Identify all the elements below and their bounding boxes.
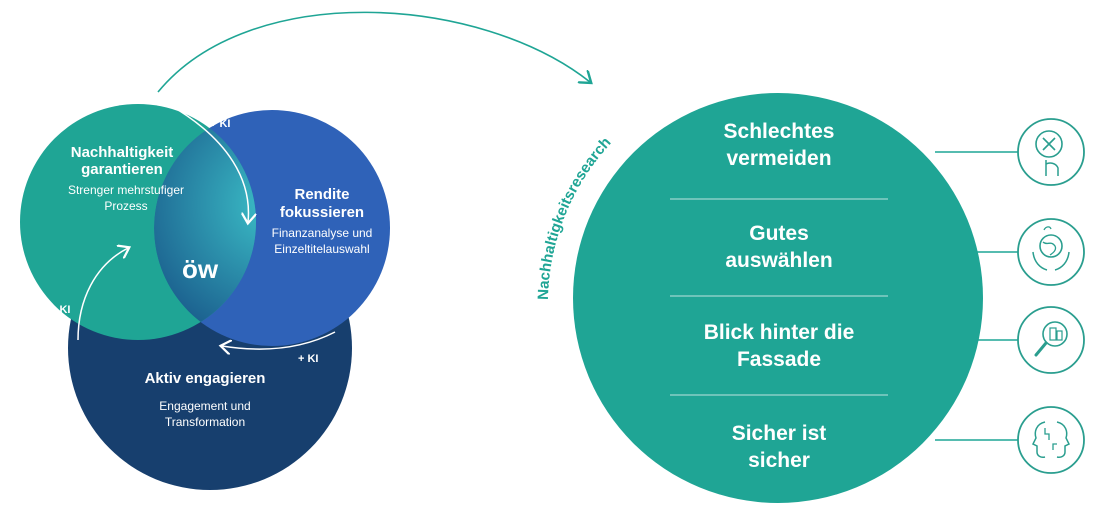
return-ki-label: + KI bbox=[210, 118, 230, 130]
flow-arrow bbox=[157, 11, 590, 93]
research-item-4-line1: Sicher ist bbox=[732, 422, 827, 445]
globe-hands-icon bbox=[1017, 218, 1085, 286]
magnifier-building-icon bbox=[1017, 306, 1085, 374]
sustainability-title-1: Nachhaltigkeit bbox=[71, 144, 174, 161]
profile-faces-icon bbox=[1017, 406, 1085, 474]
center-logo: öw bbox=[182, 254, 219, 284]
engage-sub-2: Transformation bbox=[165, 415, 245, 429]
research-item-4-line2: sicher bbox=[748, 449, 810, 472]
return-sub-2: Einzeltitelauswahl bbox=[274, 242, 369, 256]
engage-sub-1: Engagement und bbox=[159, 399, 250, 413]
venn-center-intersection bbox=[154, 110, 256, 340]
return-sub-1: Finanzanalyse und bbox=[272, 226, 373, 240]
sustainability-sub-2: Prozess bbox=[104, 199, 147, 213]
cross-hand-icon bbox=[1017, 118, 1085, 186]
cycle-arrow-blue-to-engage bbox=[222, 331, 336, 349]
sustainability-title-2: garantieren bbox=[81, 161, 163, 178]
return-title-2: fokussieren bbox=[280, 204, 364, 221]
research-item-1-line2: vermeiden bbox=[726, 147, 831, 170]
research-item-3-line2: Fassade bbox=[737, 348, 821, 371]
engage-ki-label: + KI bbox=[298, 353, 318, 365]
cycle-arrow-engage-to-teal bbox=[77, 248, 128, 341]
research-item-2-line1: Gutes bbox=[749, 222, 809, 245]
sustainability-sub-1: Strenger mehrstufiger bbox=[68, 183, 184, 197]
return-title-1: Rendite bbox=[294, 186, 349, 203]
sustainability-ki-label: + KI bbox=[50, 304, 70, 316]
research-item-2-line2: auswählen bbox=[725, 249, 832, 272]
research-item-1-line1: Schlechtes bbox=[724, 120, 835, 143]
research-item-3-line1: Blick hinter die bbox=[704, 321, 855, 344]
cycle-arrow-teal-to-center bbox=[169, 104, 248, 222]
research-circle bbox=[573, 93, 983, 503]
engage-title: Aktiv engagieren bbox=[145, 370, 266, 387]
